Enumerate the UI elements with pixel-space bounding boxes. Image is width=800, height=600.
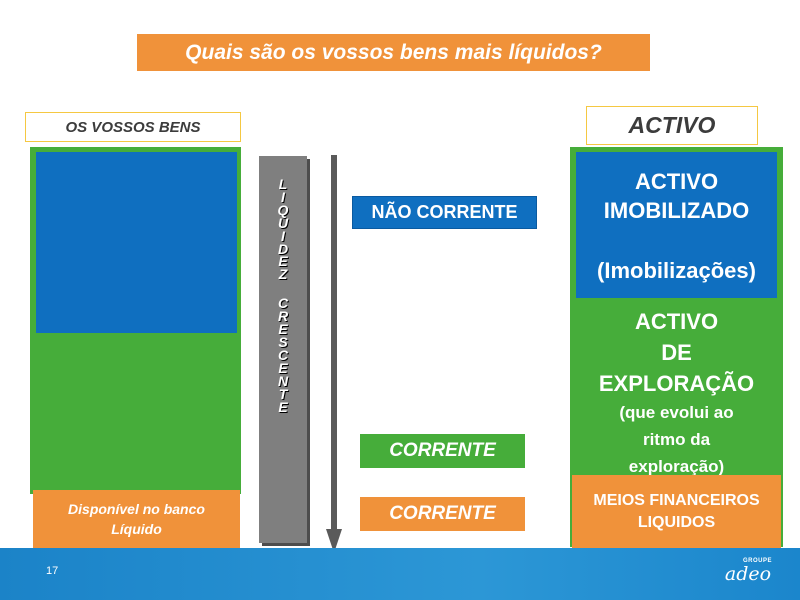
fixed-assets-block: ACTIVO IMOBILIZADO (Imobilizações) xyxy=(576,152,777,298)
operating-assets-block: ACTIVO DE EXPLORAÇÃO (que evolui ao ritm… xyxy=(572,306,781,480)
slide-title: Quais são os vossos bens mais líquidos? xyxy=(137,34,650,71)
liquidity-letter: I xyxy=(281,227,285,244)
right-column-label: ACTIVO xyxy=(586,106,758,145)
liquidity-letter: Q xyxy=(277,201,289,218)
current-tag-green: CORRENTE xyxy=(360,434,525,468)
liquidity-letter: T xyxy=(278,385,288,402)
liquidity-bar xyxy=(259,156,307,543)
adeo-logo: GROUPE adeo xyxy=(724,558,772,592)
logo-adeo-text: adeo xyxy=(724,563,772,585)
liquidity-letter: U xyxy=(277,214,289,231)
liquidity-letter: N xyxy=(277,372,289,389)
liquidity-letter: D xyxy=(277,240,289,257)
fixed-assets-line1: ACTIVO xyxy=(634,169,719,194)
liquid-means-line2: LIQUIDOS xyxy=(637,513,716,531)
liquidity-letter: L xyxy=(278,176,288,192)
fixed-assets-line3: (Imobilizações) xyxy=(597,258,756,283)
liquidity-letter: E xyxy=(278,253,288,270)
liquid-means-line1: MEIOS FINANCEIROS xyxy=(593,491,760,509)
footer-bar xyxy=(0,548,800,600)
liquidity-letter: C xyxy=(277,346,289,363)
liquidity-letter: R xyxy=(277,308,289,325)
liquidity-letter: I xyxy=(281,188,285,205)
liquidity-letter: E xyxy=(278,398,288,415)
fixed-assets-line2: IMOBILIZADO xyxy=(603,198,750,223)
left-column-label: OS VOSSOS BENS xyxy=(25,112,241,142)
liquid-financial-means-box: MEIOS FINANCEIROS LIQUIDOS xyxy=(572,475,781,548)
current-tag-orange: CORRENTE xyxy=(360,497,525,531)
liquidity-letter: E xyxy=(278,359,288,376)
page-number: 17 xyxy=(46,565,59,577)
liquidity-letter: S xyxy=(278,333,288,350)
left-available-cash-box: Disponível no banco Líquido xyxy=(33,490,240,548)
operating-assets-sub1: (que evolui ao xyxy=(619,403,734,422)
operating-assets-line1: ACTIVO xyxy=(634,309,719,334)
logo-groupe-text: GROUPE xyxy=(742,558,772,564)
down-arrow-icon xyxy=(326,155,342,553)
left-cash-line1: Disponível no banco xyxy=(68,501,205,517)
liquidity-bar-text: L I Q U I D E Z C R E S C E N T E xyxy=(259,176,307,415)
left-fixed-assets-block xyxy=(36,152,237,333)
fixed-assets-gap xyxy=(576,225,777,256)
operating-assets-line2: DE xyxy=(661,340,692,365)
liquidity-letter: E xyxy=(278,321,288,338)
non-current-tag: NÃO CORRENTE xyxy=(352,196,537,229)
operating-assets-sub3: exploração) xyxy=(628,457,725,476)
left-cash-line2: Líquido xyxy=(111,521,162,537)
operating-assets-line3: EXPLORAÇÃO xyxy=(598,371,755,396)
operating-assets-sub2: ritmo da xyxy=(642,430,711,449)
liquidity-letter: C xyxy=(277,295,289,312)
liquidity-letter: Z xyxy=(278,266,288,283)
